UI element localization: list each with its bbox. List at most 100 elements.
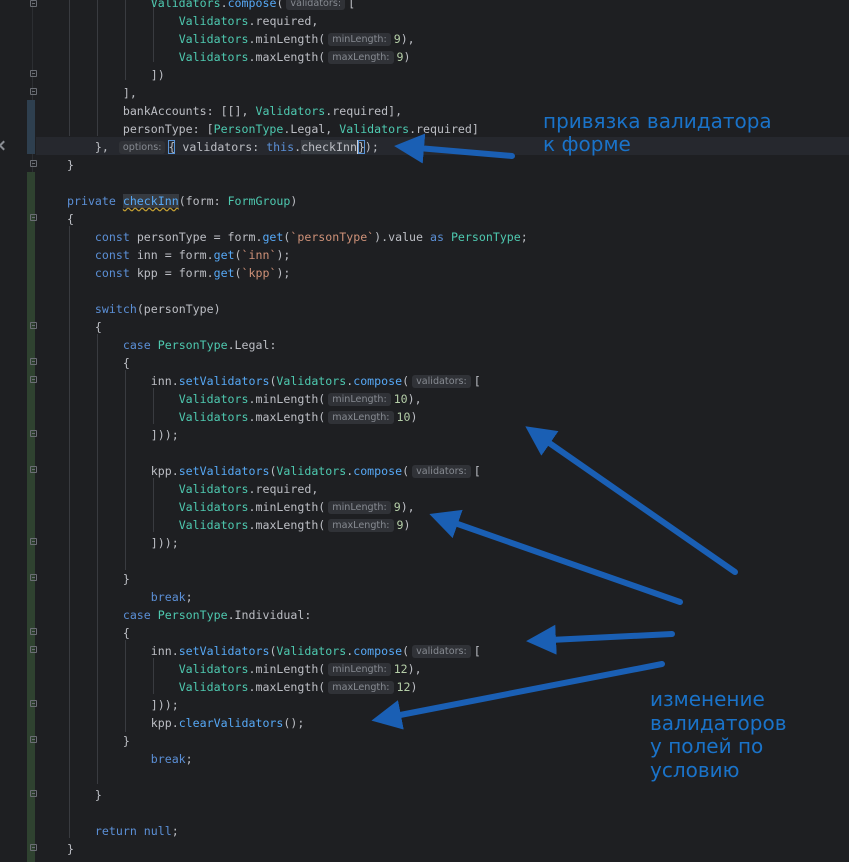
code-token: `kpp` — [241, 266, 277, 280]
fold-toggle-icon[interactable] — [30, 466, 37, 473]
code-token: ], — [122, 86, 137, 100]
code-line[interactable]: private checkInn(form: FormGroup) — [67, 192, 528, 210]
code-token: ])); — [150, 698, 179, 712]
code-token: kpp = form. — [136, 266, 214, 280]
code-line[interactable]: Validators.minLength(minLength:9), — [67, 30, 528, 48]
fold-toggle-icon[interactable] — [30, 322, 37, 329]
code-line[interactable]: } — [67, 156, 528, 174]
code-line[interactable]: inn.setValidators(Validators.compose(val… — [67, 372, 528, 390]
fold-toggle-icon[interactable] — [30, 214, 37, 221]
code-token: .minLength( — [248, 500, 326, 514]
code-line[interactable]: kpp.setValidators(Validators.compose(val… — [67, 462, 528, 480]
code-line[interactable]: personType: [PersonType.Legal, Validator… — [67, 120, 528, 138]
code-token: .required], — [325, 104, 403, 118]
vcs-added-marker[interactable] — [27, 172, 35, 862]
code-line[interactable]: const inn = form.get(`inn`); — [67, 246, 528, 264]
fold-toggle-icon[interactable] — [30, 88, 37, 95]
indent-guide — [153, 388, 154, 424]
parameter-hint: validators: — [412, 645, 471, 658]
code-line[interactable]: { — [67, 210, 528, 228]
code-token: } — [67, 842, 74, 856]
code-line[interactable]: Validators.maxLength(maxLength:12) — [67, 678, 528, 696]
vcs-change-marker[interactable] — [27, 100, 35, 154]
indent-guide — [125, 370, 126, 570]
fold-toggle-icon[interactable] — [30, 736, 37, 743]
code-line[interactable]: inn.setValidators(Validators.compose(val… — [67, 642, 528, 660]
fold-toggle-icon[interactable] — [30, 0, 37, 7]
code-line[interactable]: break; — [67, 750, 528, 768]
indent-guide — [125, 640, 126, 732]
indent-guide — [69, 0, 70, 136]
fold-toggle-icon[interactable] — [30, 646, 37, 653]
code-line[interactable]: bankAccounts: [[], Validators.required], — [67, 102, 528, 120]
fold-toggle-icon[interactable] — [30, 628, 37, 635]
code-line[interactable]: ])); — [67, 426, 528, 444]
code-line[interactable]: } — [67, 840, 528, 858]
fold-toggle-icon[interactable] — [30, 844, 37, 851]
code-token: ) — [403, 50, 411, 64]
code-line[interactable]: Validators.maxLength(maxLength:9) — [67, 516, 528, 534]
code-token: kpp. — [150, 716, 179, 730]
code-token: clearValidators — [178, 716, 284, 730]
code-line[interactable]: Validators.minLength(minLength:10), — [67, 390, 528, 408]
code-token: Validators — [150, 0, 221, 10]
fold-toggle-icon[interactable] — [30, 160, 37, 167]
code-line[interactable]: } — [67, 570, 528, 588]
fold-toggle-icon[interactable] — [30, 574, 37, 581]
fold-toggle-icon[interactable] — [30, 70, 37, 77]
code-line[interactable]: ])); — [67, 534, 528, 552]
fold-toggle-icon[interactable] — [30, 700, 37, 707]
code-line[interactable]: Validators.required, — [67, 12, 528, 30]
fold-toggle-icon[interactable] — [30, 376, 37, 383]
code-line[interactable]: Validators.required, — [67, 480, 528, 498]
fold-toggle-icon[interactable] — [30, 538, 37, 545]
parameter-hint: minLength: — [328, 33, 391, 46]
code-token: setValidators — [178, 374, 270, 388]
code-token: . — [220, 0, 228, 10]
code-editor[interactable]: Validators.compose(validators:[ Validato… — [67, 0, 528, 858]
code-line[interactable]: case PersonType.Individual: — [67, 606, 528, 624]
code-line[interactable]: Validators.maxLength(maxLength:9) — [67, 48, 528, 66]
code-token: .Legal, — [283, 122, 340, 136]
code-token: Validators — [178, 518, 249, 532]
code-line[interactable]: case PersonType.Legal: — [67, 336, 528, 354]
code-line[interactable]: ], — [67, 84, 528, 102]
code-token: 10 — [396, 410, 411, 424]
code-line[interactable]: { — [67, 624, 528, 642]
code-line[interactable]: Validators.minLength(minLength:9), — [67, 498, 528, 516]
indent-guide — [125, 0, 126, 80]
code-line[interactable]: ]) — [67, 66, 528, 84]
code-line[interactable]: ])); — [67, 696, 528, 714]
code-line[interactable]: kpp.clearValidators(); — [67, 714, 528, 732]
code-token: ]) — [150, 68, 165, 82]
code-line[interactable]: switch(personType) — [67, 300, 528, 318]
code-line[interactable]: Validators.minLength(minLength:12), — [67, 660, 528, 678]
fold-toggle-icon[interactable] — [30, 790, 37, 797]
code-token: .maxLength( — [248, 410, 326, 424]
code-token: Validators — [255, 104, 326, 118]
fold-toggle-icon[interactable] — [30, 430, 37, 437]
code-token: as — [430, 230, 451, 244]
parameter-hint: validators: — [286, 0, 346, 10]
code-line[interactable]: } — [67, 786, 528, 804]
code-line[interactable]: { — [67, 354, 528, 372]
code-token: compose — [227, 0, 277, 10]
arrow-to-inn-legal — [525, 426, 738, 575]
code-line[interactable]: break; — [67, 588, 528, 606]
code-token: Validators — [276, 374, 347, 388]
code-line[interactable]: { — [67, 318, 528, 336]
code-token: } — [122, 734, 130, 748]
code-token: (form: — [178, 194, 228, 208]
fold-toggle-icon[interactable] — [30, 358, 37, 365]
code-line[interactable]: Validators.maxLength(maxLength:10) — [67, 408, 528, 426]
code-line[interactable]: }, options:{ validators: this.checkInn})… — [67, 138, 528, 156]
code-line[interactable]: const personType = form.get(`personType`… — [67, 228, 528, 246]
code-line[interactable]: } — [67, 732, 528, 750]
code-line[interactable]: Validators.compose(validators:[ — [67, 0, 528, 12]
code-token: const — [94, 230, 137, 244]
annotation-conditional-validators: изменение валидаторов у полей по условию — [650, 687, 787, 782]
code-line[interactable]: return null; — [67, 822, 528, 840]
parameter-hint: options: — [118, 141, 166, 154]
code-line[interactable]: const kpp = form.get(`kpp`); — [67, 264, 528, 282]
